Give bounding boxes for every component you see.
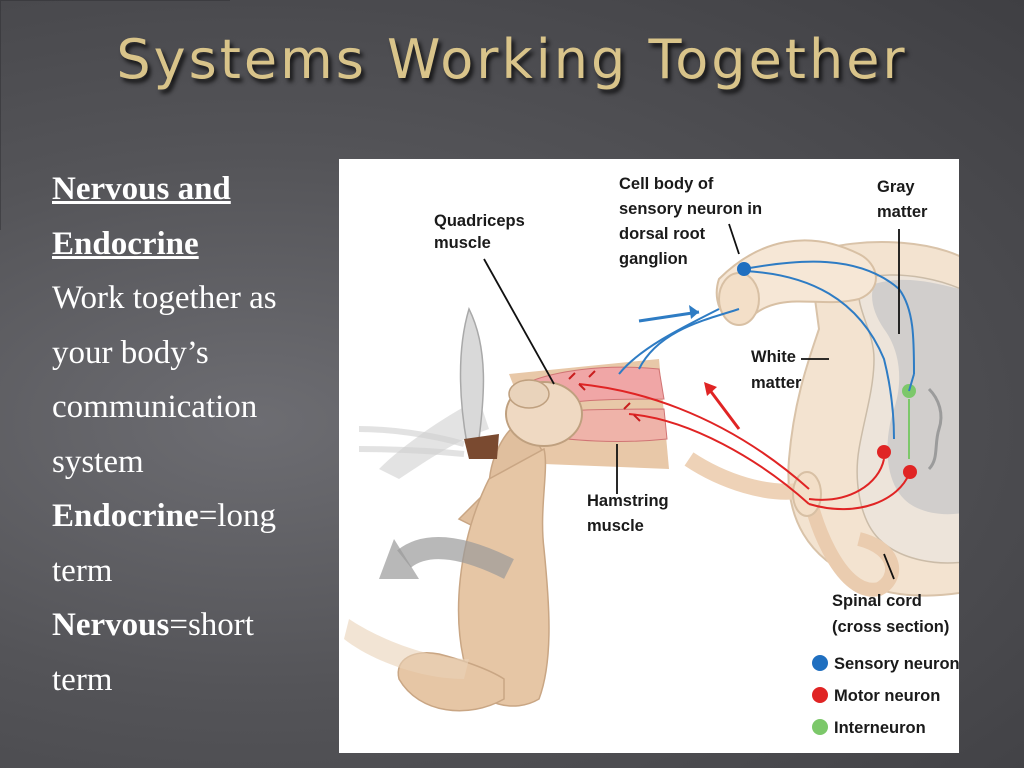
label-cell-body-3: dorsal root bbox=[619, 225, 706, 243]
body-line-1: Work together as bbox=[52, 271, 342, 326]
label-white-1: White bbox=[751, 348, 796, 366]
label-gray-2: matter bbox=[877, 203, 928, 221]
label-hamstring-2: muscle bbox=[587, 517, 644, 535]
endocrine-line: Endocrine=long bbox=[52, 489, 342, 544]
label-gray-1: Gray bbox=[877, 178, 915, 196]
endocrine-label: Endocrine bbox=[52, 498, 199, 534]
heading-line-1: Nervous and bbox=[52, 162, 342, 217]
left-text-block: Nervous and Endocrine Work together as y… bbox=[52, 162, 342, 707]
legend-label-inter: Interneuron bbox=[834, 719, 926, 737]
reflex-arc-diagram: Quadriceps muscle Cell body of sensory n… bbox=[339, 159, 959, 753]
endocrine-cont: term bbox=[52, 544, 342, 599]
label-quadriceps-1: Quadriceps bbox=[434, 212, 525, 230]
label-white-2: matter bbox=[751, 374, 802, 392]
body-line-4: system bbox=[52, 435, 342, 490]
label-cell-body-2: sensory neuron in bbox=[619, 200, 762, 218]
reflex-arc-figure: Quadriceps muscle Cell body of sensory n… bbox=[339, 159, 959, 753]
body-line-2: your body’s bbox=[52, 326, 342, 381]
body-line-3: communication bbox=[52, 380, 342, 435]
label-spinal-2: (cross section) bbox=[832, 618, 949, 636]
nervous-cont: term bbox=[52, 653, 342, 708]
nervous-line: Nervous=short bbox=[52, 598, 342, 653]
label-cell-body-4: ganglion bbox=[619, 250, 688, 268]
label-quadriceps-2: muscle bbox=[434, 234, 491, 252]
legend: Sensory neuron Motor neuron Interneuron bbox=[812, 655, 959, 737]
sensory-neuron-cell-body bbox=[737, 262, 751, 276]
nervous-rest: =short bbox=[169, 607, 254, 643]
heading-line-2: Endocrine bbox=[52, 217, 199, 272]
nervous-label: Nervous bbox=[52, 607, 169, 643]
legend-swatch-sensory bbox=[812, 655, 828, 671]
label-cell-body-1: Cell body of bbox=[619, 175, 714, 193]
endocrine-rest: =long bbox=[199, 498, 276, 534]
label-hamstring-1: Hamstring bbox=[587, 492, 669, 510]
legend-swatch-motor bbox=[812, 687, 828, 703]
slide-title: Systems Working Together bbox=[0, 28, 1024, 91]
legend-swatch-inter bbox=[812, 719, 828, 735]
legend-label-sensory: Sensory neuron bbox=[834, 655, 959, 673]
legend-label-motor: Motor neuron bbox=[834, 687, 940, 705]
label-spinal-1: Spinal cord bbox=[832, 592, 922, 610]
